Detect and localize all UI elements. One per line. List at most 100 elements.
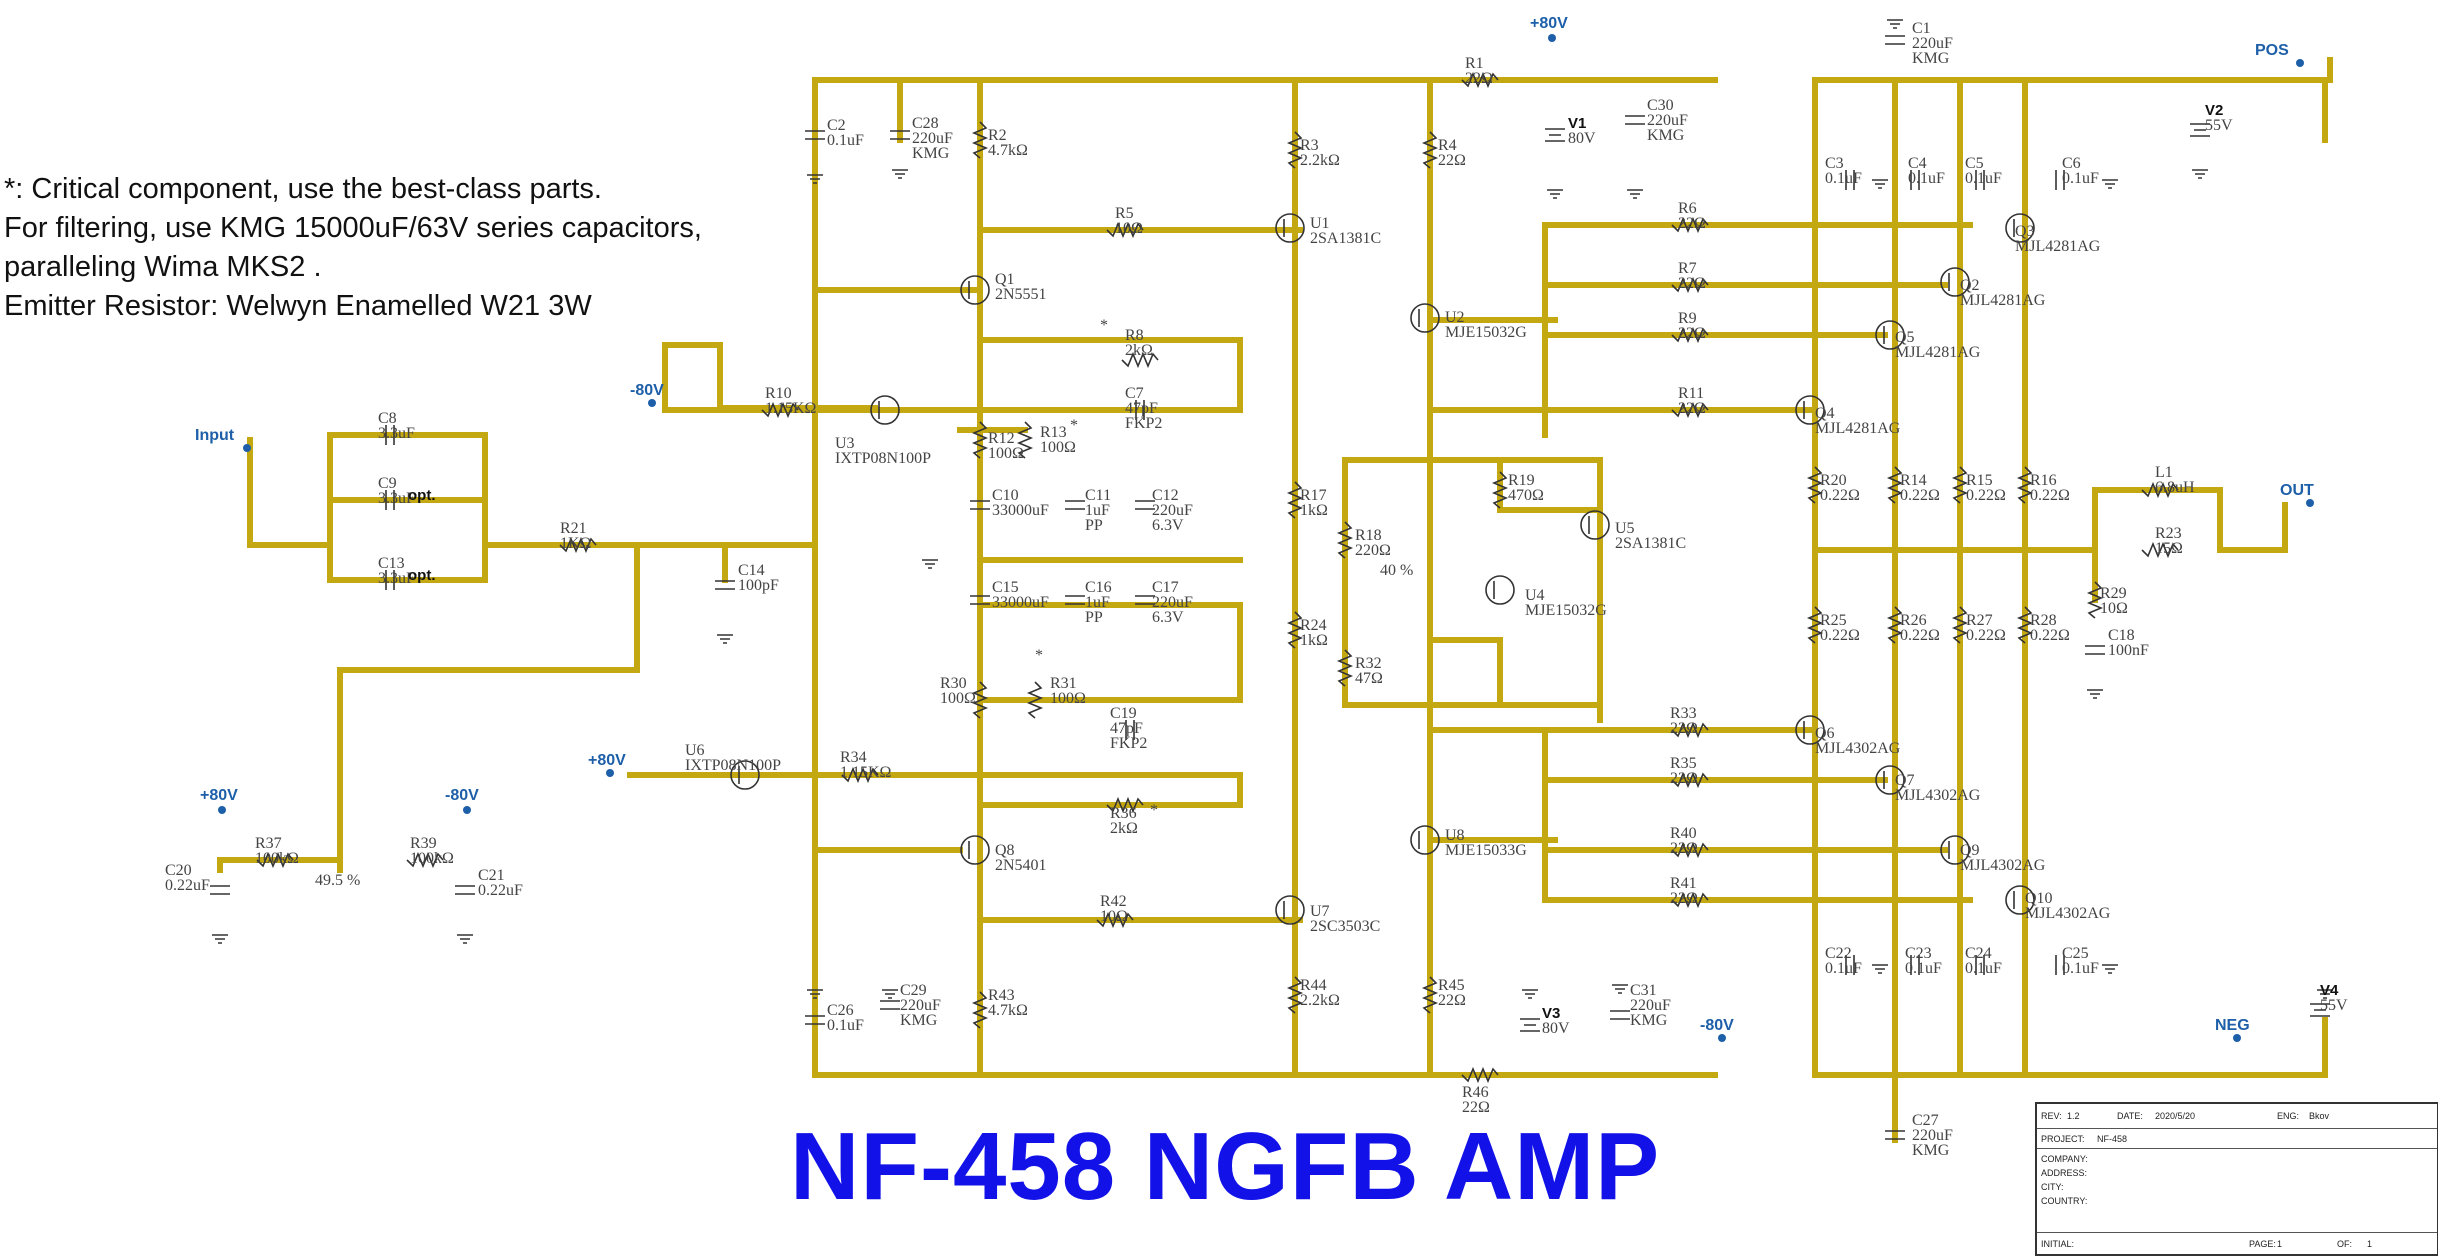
r19-ref: R19	[1508, 472, 1535, 489]
r12-ref: R12	[988, 430, 1015, 447]
resistor	[2016, 466, 2034, 504]
project-value: NF-458	[2097, 1134, 2128, 1144]
resistor	[1026, 681, 1044, 719]
r4-value: 22Ω	[1438, 152, 1466, 169]
c1-value: 220uF	[1912, 35, 1953, 52]
c13-value: 3.3uF	[378, 570, 415, 587]
c11-extra: PP	[1085, 517, 1103, 534]
r21-value: 1KΩ	[560, 535, 592, 552]
r30-ref: R30	[940, 675, 967, 692]
note-line: *: Critical component, use the best-clas…	[4, 173, 602, 205]
v2-ref: V2	[2205, 102, 2223, 119]
c8-value: 3.3uF	[378, 425, 415, 442]
resistor	[1671, 401, 1709, 419]
c27-ref: C27	[1912, 1112, 1939, 1129]
net-port	[218, 806, 226, 814]
l1-value: 6.8uH	[2155, 479, 2195, 496]
net-label-pos: POS	[2255, 42, 2289, 59]
ground-symbol	[807, 989, 823, 999]
c29-ref: C29	[900, 982, 927, 999]
ground-symbol	[212, 934, 228, 944]
page-label: PAGE:	[2249, 1239, 2276, 1249]
c11-ref: C11	[1085, 487, 1111, 504]
company-label: COMPANY:	[2041, 1154, 2088, 1164]
transistor	[1580, 510, 1610, 540]
eng-value: Bkov	[2309, 1111, 2330, 1121]
u4-ref: U4	[1525, 587, 1545, 604]
critical-mark: *	[1100, 317, 1108, 334]
r44-ref: R44	[1300, 977, 1327, 994]
resistor	[559, 536, 597, 554]
wire	[977, 772, 1243, 808]
resistor	[1671, 216, 1709, 234]
resistor	[761, 401, 799, 419]
of-value: 1	[2367, 1239, 2373, 1249]
resistor	[1286, 131, 1304, 169]
offset-pot-value: 49.5 %	[315, 872, 360, 889]
ground-symbol	[1522, 989, 1538, 999]
date-value: 2020/5/20	[2155, 1111, 2196, 1121]
c30-ref: C30	[1647, 97, 1674, 114]
design-notes: *: Critical component, use the best-clas…	[4, 170, 702, 326]
v3-ref: V3	[1542, 1005, 1560, 1022]
r21-ref: R21	[560, 520, 587, 537]
c12-ref: C12	[1152, 487, 1179, 504]
ground-symbol	[922, 559, 938, 569]
q5-value: MJL4281AG	[1895, 344, 1981, 361]
r13-ref: R13	[1040, 424, 1067, 441]
r25-value: 0.22Ω	[1820, 627, 1860, 644]
r8-ref: R8	[1125, 327, 1144, 344]
resistor	[2016, 606, 2034, 644]
schematic-title: NF-458 NGFB AMP	[790, 1113, 1661, 1220]
r45-ref: R45	[1438, 977, 1465, 994]
net-label-neg: NEG	[2215, 1017, 2250, 1034]
c19-value: 47pF	[1110, 720, 1143, 737]
ground-symbol	[2087, 689, 2103, 699]
r43-value: 4.7kΩ	[988, 1002, 1028, 1019]
transistor	[1940, 835, 1970, 865]
r1-ref: R1	[1465, 55, 1484, 72]
wire	[1812, 57, 2333, 83]
transistor	[1275, 213, 1305, 243]
c7-ref: C7	[1125, 385, 1144, 402]
q6-ref: Q6	[1815, 725, 1835, 742]
u3-value: IXTP08N100P	[835, 450, 931, 467]
ground-symbol	[1872, 179, 1888, 189]
ground-symbol	[1627, 189, 1643, 199]
r11-value: 22Ω	[1678, 400, 1706, 417]
wire	[977, 337, 1243, 413]
c8-ref: C8	[378, 410, 397, 427]
ground-symbol	[1872, 964, 1888, 974]
c14-value: 100pF	[738, 577, 779, 594]
c31-extra: KMG	[1630, 1012, 1668, 1029]
transistor	[2005, 885, 2035, 915]
resistor	[1671, 326, 1709, 344]
initial-label: INITIAL:	[2041, 1239, 2075, 1249]
ground-symbol	[2192, 169, 2208, 179]
ground-symbol	[457, 934, 473, 944]
wire	[1342, 457, 1603, 723]
components	[210, 19, 2333, 1140]
ground-symbol	[717, 634, 733, 644]
c31-value: 220uF	[1630, 997, 1671, 1014]
l1-ref: L1	[2155, 464, 2173, 481]
r32-ref: R32	[1355, 655, 1382, 672]
c22-ref: C22	[1825, 945, 1852, 962]
c2-value: 0.1uF	[827, 132, 864, 149]
r44-value: 2.2kΩ	[1300, 992, 1340, 1009]
resistor	[971, 421, 989, 459]
ground-symbol	[807, 174, 823, 184]
u1-value: 2SA1381C	[1310, 230, 1381, 247]
ground-symbol	[882, 989, 898, 999]
resistor	[1671, 276, 1709, 294]
c30-extra: KMG	[1647, 127, 1685, 144]
resistor	[2141, 481, 2179, 499]
transistor	[1875, 765, 1905, 795]
resistor	[971, 121, 989, 159]
c23-ref: C23	[1905, 945, 1932, 962]
resistor	[1336, 521, 1354, 559]
r5-value: 10Ω	[1115, 220, 1143, 237]
c25-ref: C25	[2062, 945, 2089, 962]
r36-value: 2kΩ	[1110, 820, 1138, 837]
c18-ref: C18	[2108, 627, 2135, 644]
